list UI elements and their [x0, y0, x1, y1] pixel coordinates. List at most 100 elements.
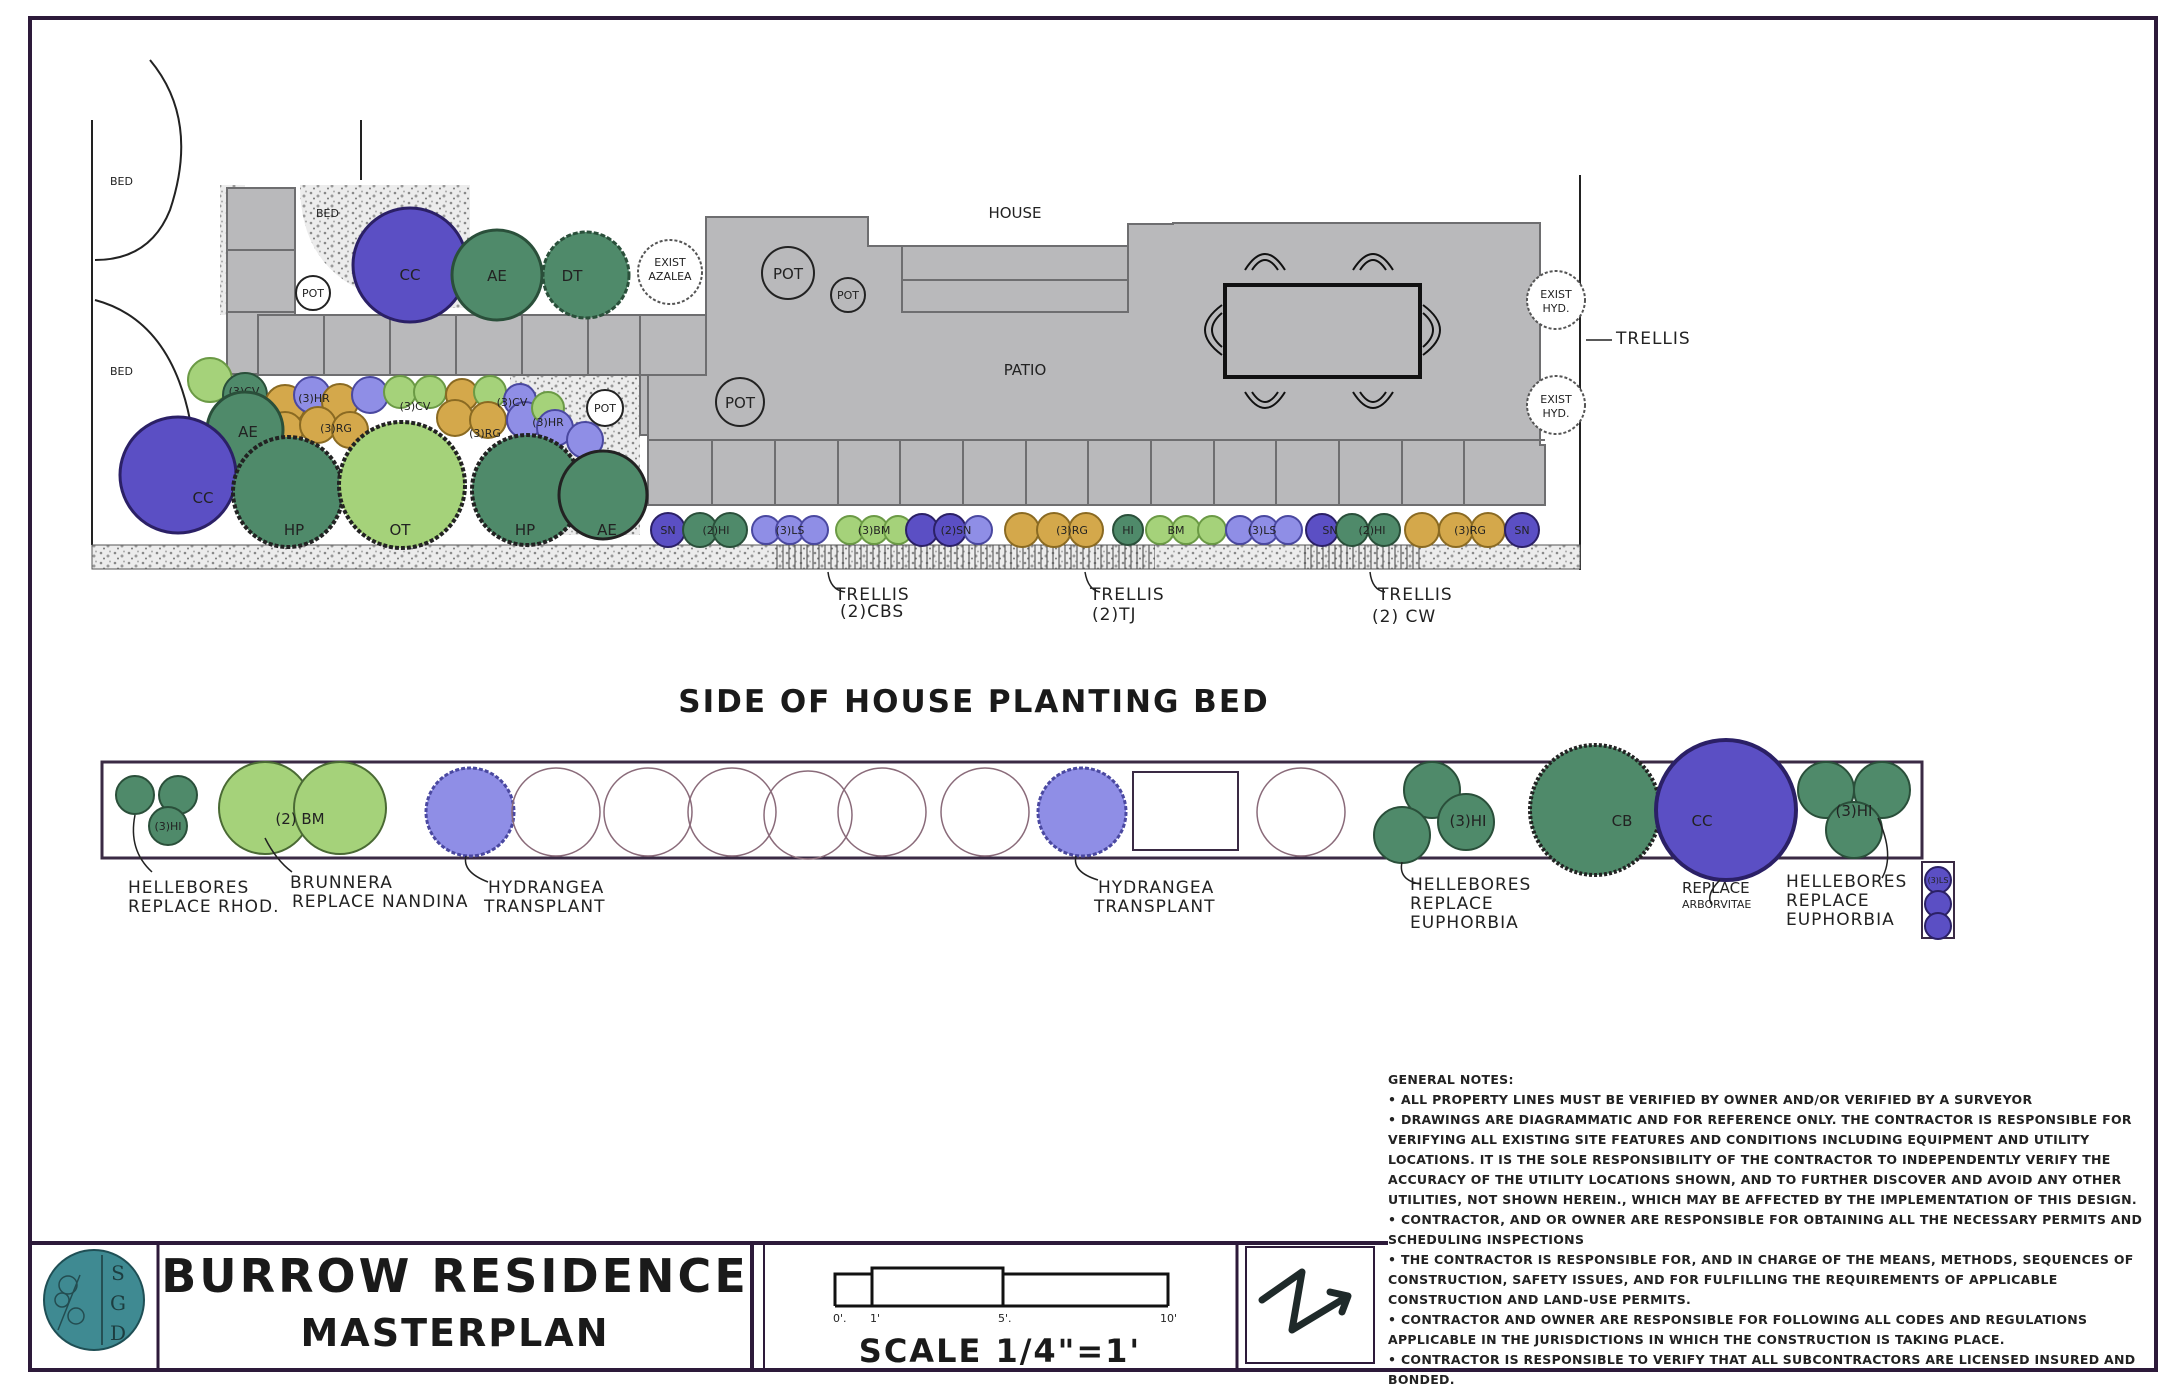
exist-hydrangea-2: EXIST HYD.: [1526, 375, 1586, 435]
general-notes: GENERAL NOTES: • ALL PROPERTY LINES MUST…: [1388, 1070, 2158, 1390]
strip-labels: SN (2)HI (3)LS (3)BM (2)SN (3)RG HI BM (…: [660, 524, 1529, 537]
svg-text:BM: BM: [1167, 524, 1184, 537]
plant-ot: OT: [337, 420, 467, 550]
svg-text:EXIST: EXIST: [1540, 393, 1572, 406]
bed-label: BED: [110, 365, 133, 378]
trellis-label: TRELLIS: [1615, 329, 1691, 349]
svg-text:DT: DT: [562, 267, 584, 285]
plant-cc-left: CC: [118, 415, 238, 535]
pot-3: POT: [715, 377, 765, 427]
exist-hydrangea-1: EXIST HYD.: [1526, 270, 1586, 330]
svg-text:HI: HI: [1122, 524, 1134, 537]
note-item: • CONTRACTOR IS RESPONSIBLE TO VERIFY TH…: [1388, 1352, 2136, 1387]
plant-dt-top: DT: [541, 230, 631, 320]
svg-text:OT: OT: [390, 521, 412, 539]
callout-6: REPLACE ARBORVITAE: [1682, 879, 1751, 911]
plant-ae-top: AE: [450, 228, 544, 322]
svg-text:EXIST: EXIST: [1540, 288, 1572, 301]
sgd-logo: S G D: [43, 1249, 145, 1351]
callout-3: HYDRANGEA TRANSPLANT: [483, 878, 605, 917]
exist-azalea: EXIST AZALEA: [637, 239, 703, 305]
note-item: • CONTRACTOR, AND OR OWNER ARE RESPONSIB…: [1388, 1212, 2143, 1247]
plant-hi-3: (3)HI: [1797, 761, 1911, 859]
svg-text:HYDRANGEA: HYDRANGEA: [488, 878, 604, 898]
logo-letter: G: [110, 1291, 126, 1315]
scale-label: SCALE 1/4"=1': [859, 1332, 1141, 1370]
plant-cc-top: CC: [351, 206, 469, 324]
note-item: • THE CONTRACTOR IS RESPONSIBLE FOR, AND…: [1388, 1252, 2134, 1307]
svg-text:REPLACE: REPLACE: [1682, 879, 1750, 897]
empty-plant-spots: [511, 767, 1346, 860]
svg-text:(3)BM: (3)BM: [858, 524, 891, 537]
svg-text:EXIST: EXIST: [654, 256, 686, 269]
section-title: SIDE OF HOUSE PLANTING BED: [678, 684, 1269, 720]
svg-text:AE: AE: [238, 423, 258, 441]
svg-text:(2)CBS: (2)CBS: [840, 602, 904, 622]
svg-text:(2)TJ: (2)TJ: [1092, 605, 1136, 625]
scale-tick: 5'.: [998, 1312, 1012, 1325]
svg-text:(3)RG: (3)RG: [1056, 524, 1088, 537]
svg-text:REPLACE: REPLACE: [1786, 891, 1870, 911]
plant-ae-right: AE: [557, 449, 649, 541]
plant-label: (3)CV: [400, 400, 431, 413]
plant-hi-1: (3)HI: [115, 775, 198, 846]
svg-text:AE: AE: [597, 521, 617, 539]
svg-text:CC: CC: [193, 489, 214, 507]
svg-text:HP: HP: [515, 521, 535, 539]
pot-label: POT: [594, 402, 616, 415]
scale-tick: 1': [870, 1312, 880, 1325]
trellis-callout-3: TRELLIS (2) CW: [1369, 571, 1452, 627]
svg-text:(3)LS: (3)LS: [776, 524, 805, 537]
top-plan: POT POT POT POT POT EXIST AZALEA EXIST H…: [91, 59, 1691, 627]
svg-text:HYD.: HYD.: [1543, 407, 1570, 420]
pot-label: POT: [837, 289, 859, 302]
svg-text:EUPHORBIA: EUPHORBIA: [1786, 910, 1895, 930]
pot-5: POT: [586, 389, 624, 427]
svg-text:AE: AE: [487, 267, 507, 285]
north-arrow-icon: [1258, 1268, 1352, 1334]
sheet-title: MASTERPLAN: [300, 1311, 609, 1355]
title-block: S G D BURROW RESIDENCE MASTERPLAN 0'. 1'…: [30, 1241, 1388, 1370]
pot-4: POT: [295, 275, 331, 311]
callout-2: BRUNNERA REPLACE NANDINA: [290, 873, 468, 912]
pot-2: POT: [830, 277, 866, 313]
svg-text:ARBORVITAE: ARBORVITAE: [1682, 898, 1751, 911]
svg-text:(3)HI: (3)HI: [154, 820, 181, 833]
pot-label: POT: [725, 394, 756, 412]
svg-text:(2)SN: (2)SN: [941, 524, 972, 537]
svg-text:TRELLIS: TRELLIS: [1089, 585, 1165, 605]
notes-heading: GENERAL NOTES:: [1388, 1072, 1514, 1087]
svg-text:TRELLIS: TRELLIS: [834, 585, 910, 605]
svg-text:(2)HI: (2)HI: [702, 524, 729, 537]
scale-tick: 10': [1160, 1312, 1177, 1325]
svg-text:HYDRANGEA: HYDRANGEA: [1098, 878, 1214, 898]
svg-text:REPLACE: REPLACE: [1410, 894, 1494, 914]
plant-hydrangea-2: [1036, 766, 1128, 858]
logo-letter: D: [110, 1321, 126, 1345]
sheet-border: [28, 16, 2158, 1372]
bed-label: BED: [316, 207, 339, 220]
plant-label: (3)CV: [497, 396, 528, 409]
trellis-callout-2: TRELLIS (2)TJ: [1084, 571, 1165, 625]
plant-hp-1: HP: [231, 435, 345, 549]
pot-1: POT: [761, 246, 815, 300]
callout-5: HELLEBORES REPLACE EUPHORBIA: [1410, 875, 1531, 933]
svg-text:HP: HP: [284, 521, 304, 539]
svg-text:SN: SN: [1322, 524, 1337, 537]
svg-text:SN: SN: [1514, 524, 1529, 537]
svg-text:HELLEBORES: HELLEBORES: [128, 878, 249, 898]
callout-7: HELLEBORES REPLACE EUPHORBIA: [1786, 872, 1907, 930]
svg-text:HYD.: HYD.: [1543, 302, 1570, 315]
svg-text:HELLEBORES: HELLEBORES: [1786, 872, 1907, 892]
callout-1: HELLEBORES REPLACE RHOD.: [128, 878, 278, 917]
plant-hi-2: (3)HI: [1373, 761, 1495, 864]
svg-text:HELLEBORES: HELLEBORES: [1410, 875, 1531, 895]
svg-text:EUPHORBIA: EUPHORBIA: [1410, 913, 1519, 933]
svg-text:CC: CC: [1692, 812, 1713, 830]
callout-4: HYDRANGEA TRANSPLANT: [1093, 878, 1215, 917]
svg-text:(2)HI: (2)HI: [1358, 524, 1385, 537]
side-bed-outline: [100, 760, 1924, 860]
svg-text:(3)LS: (3)LS: [1928, 876, 1949, 885]
plant-cc: CC: [1654, 738, 1798, 882]
note-item: • CONTRACTOR AND OWNER ARE RESPONSIBLE F…: [1388, 1312, 2088, 1347]
